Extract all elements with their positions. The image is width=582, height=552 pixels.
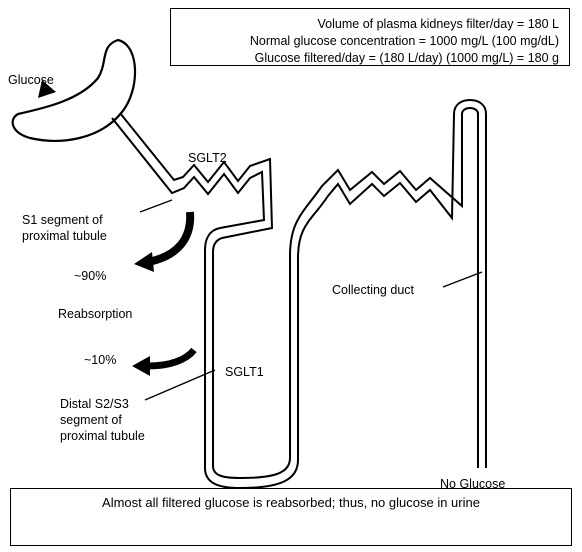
reabsorption-arrow-10 <box>148 350 194 366</box>
reabsorption-arrowhead-10 <box>132 356 150 376</box>
nephron-tubule-outer-wall <box>112 100 486 488</box>
sglt1-label: SGLT1 <box>225 364 264 380</box>
percent-90-label: ~90% <box>74 268 106 284</box>
reabsorption-arrowhead-90 <box>134 252 154 272</box>
distal-segment-label-line3: proximal tubule <box>60 428 145 444</box>
sglt2-label: SGLT2 <box>188 150 227 166</box>
distal-segment-label-line1: Distal S2/S3 <box>60 396 129 412</box>
glucose-label: Glucose <box>8 72 54 88</box>
conclusion-box: Almost all filtered glucose is reabsorbe… <box>10 488 572 546</box>
reabsorption-label: Reabsorption <box>58 306 132 322</box>
bowmans-capsule <box>13 40 135 141</box>
collecting-duct-label: Collecting duct <box>332 282 414 298</box>
conclusion-text: Almost all filtered glucose is reabsorbe… <box>102 495 480 510</box>
s1-segment-label-line1: S1 segment of <box>22 212 103 228</box>
percent-10-label: ~10% <box>84 352 116 368</box>
s1-segment-label-line2: proximal tubule <box>22 228 107 244</box>
collecting-duct-pointer-line <box>443 272 482 287</box>
reabsorption-arrow-90 <box>148 212 190 262</box>
distal-segment-label-line2: segment of <box>60 412 122 428</box>
s1-pointer-line <box>140 200 172 212</box>
